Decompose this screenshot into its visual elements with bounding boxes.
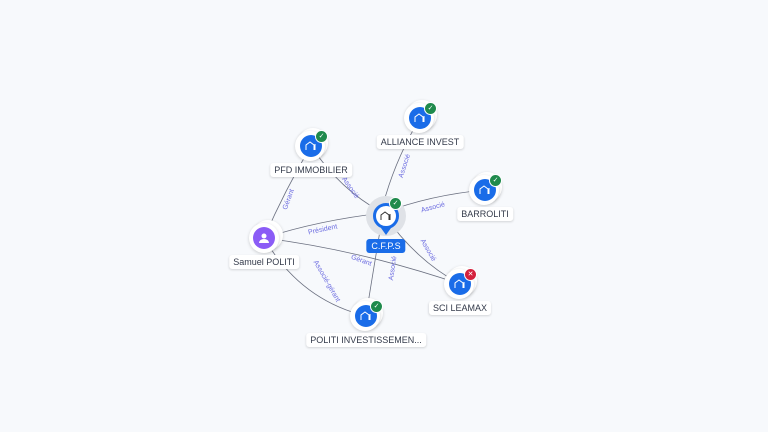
node-label: POLITI INVESTISSEMEN... xyxy=(306,333,426,347)
check-icon: ✓ xyxy=(370,300,383,313)
node-label: Samuel POLITI xyxy=(229,255,299,269)
edge-label: Gérant xyxy=(282,188,296,211)
check-icon: ✓ xyxy=(389,197,402,210)
edge-label: Associé xyxy=(420,201,446,214)
check-icon: ✓ xyxy=(424,102,437,115)
edge-label: Gérant xyxy=(350,254,373,268)
node-label: ALLIANCE INVEST xyxy=(376,135,464,149)
edge-label: Associé xyxy=(388,256,398,281)
check-icon: ✓ xyxy=(315,130,328,143)
person-icon xyxy=(253,227,275,249)
node-label: PFD IMMOBILIER xyxy=(270,163,352,177)
node-label: BARROLITI xyxy=(457,207,513,221)
edge-label: Associé xyxy=(419,238,437,263)
node-label: SCI LEAMAX xyxy=(428,301,492,315)
edge-label: Associé xyxy=(340,176,360,200)
edge-label: Associé-gérant xyxy=(312,259,341,303)
edge-label: Président xyxy=(308,223,338,236)
edge-samuel-leamax xyxy=(263,237,461,285)
closed-icon: ✕ xyxy=(464,268,477,281)
center-label: C.F.P.S xyxy=(366,239,406,253)
edge-samuel-politi xyxy=(263,237,367,317)
check-icon: ✓ xyxy=(489,174,502,187)
